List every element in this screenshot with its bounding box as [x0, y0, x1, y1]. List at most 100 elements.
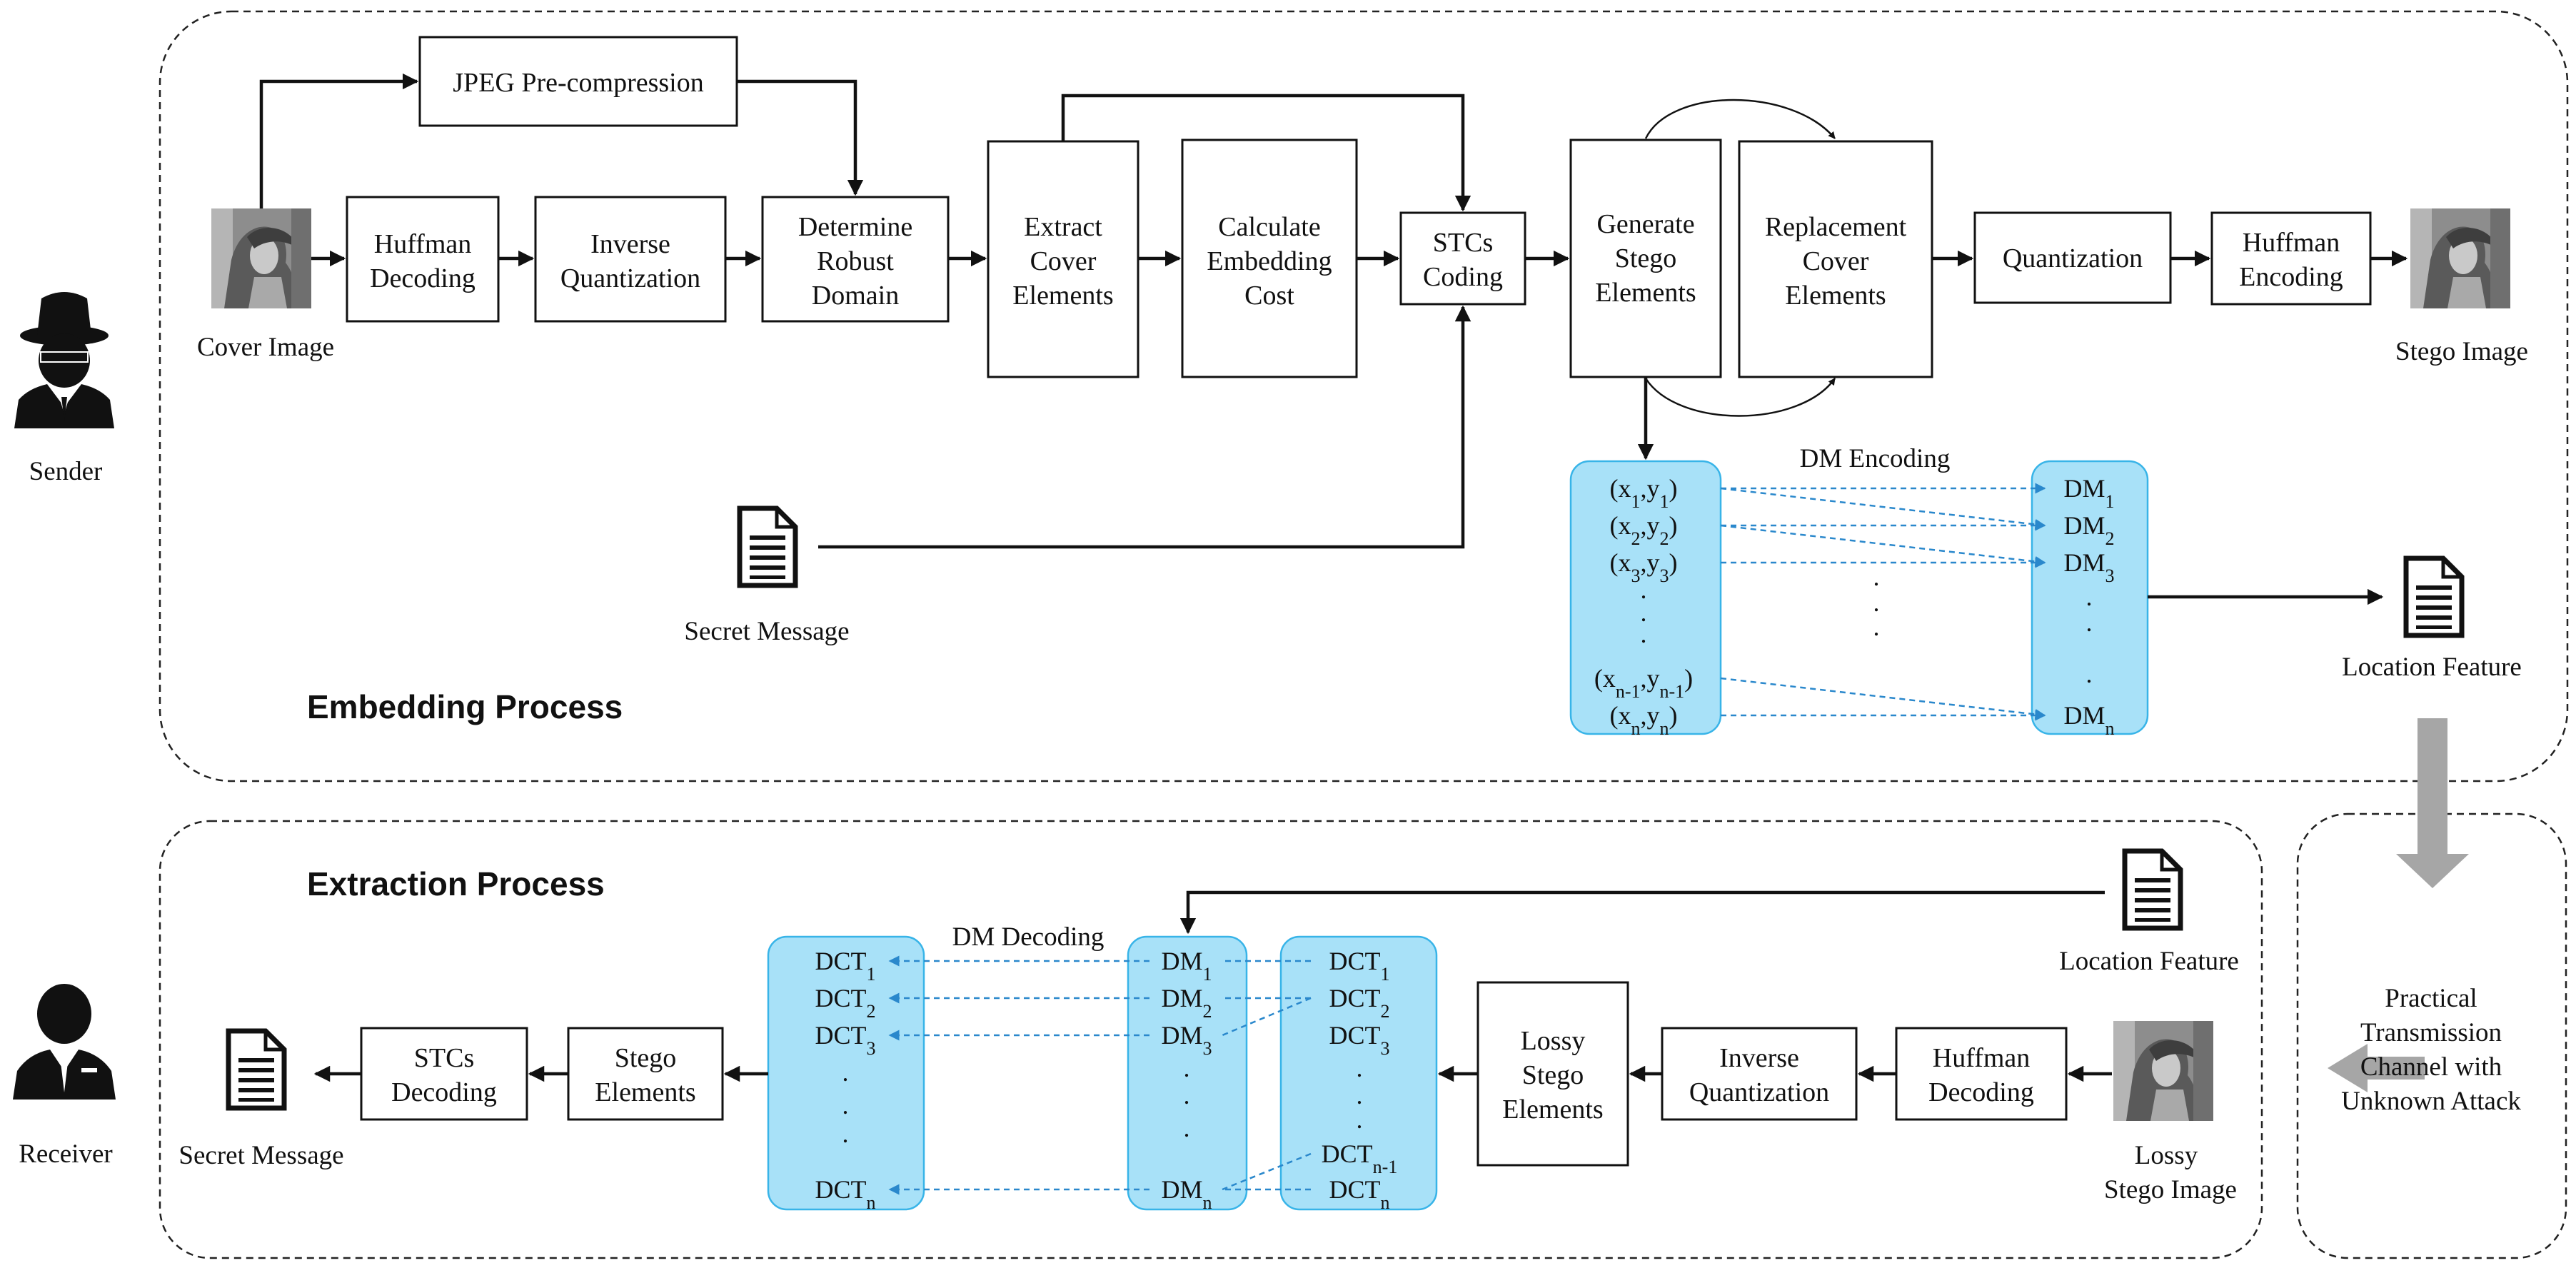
- dct-right-ellipsis: .: [1357, 1054, 1363, 1082]
- quantization-label: Quantization: [2003, 243, 2143, 273]
- lossy-stego-image-line1: Lossy: [2135, 1141, 2198, 1170]
- huffman-decoding-box: [346, 196, 500, 323]
- dct-right-entry: DCT3: [1329, 1021, 1390, 1059]
- dm-extract-ellipsis: .: [1184, 1081, 1190, 1110]
- curve-arrow-top: [1644, 99, 1836, 139]
- document-icon: [228, 1031, 284, 1108]
- embedding-process-group: [159, 10, 2569, 783]
- inverse-quantization-extract-line1: Inverse: [1719, 1043, 1799, 1073]
- extract-cover-elements-box: [987, 140, 1139, 378]
- lossy-stego-image-thumbnail: [2113, 1021, 2213, 1121]
- channel-line4: Unknown Attack: [2341, 1087, 2521, 1116]
- extract-cover-elements-line2: Cover: [1030, 246, 1097, 276]
- inverse-quantization-extract-line2: Quantization: [1689, 1077, 1829, 1107]
- stego-elements-line2: Elements: [595, 1077, 695, 1107]
- huffman-decoding-line2: Decoding: [370, 263, 476, 293]
- replacement-cover-elements-line2: Cover: [1803, 246, 1869, 276]
- dm-value-entry: DMn: [2063, 701, 2114, 739]
- lossy-stego-elements-line2: Stego: [1522, 1060, 1584, 1090]
- stcs-decoding-box: [360, 1027, 528, 1121]
- dm-coord-entry: (x3,y3): [1610, 548, 1678, 586]
- channel-line2: Transmission: [2360, 1018, 2502, 1047]
- sender-label: Sender: [29, 457, 103, 486]
- dct-right-ellipsis: .: [1357, 1105, 1363, 1134]
- dm-extract-entry: DMn: [1161, 1175, 1212, 1213]
- receiver-label: Receiver: [19, 1139, 112, 1169]
- transmission-channel-group: [2296, 812, 2567, 1259]
- transmission-down-arrow: [2396, 718, 2469, 888]
- calculate-embedding-cost-line2: Embedding: [1207, 246, 1332, 276]
- dm-extract-entry: DM2: [1161, 984, 1212, 1022]
- huffman-encoding-line1: Huffman: [2243, 228, 2340, 258]
- extraction-process-title: Extraction Process: [307, 865, 605, 902]
- dct-left-entry: DCT2: [815, 984, 876, 1022]
- dm-value-entry: DM2: [2063, 511, 2114, 549]
- huffman-encoding-line2: Encoding: [2239, 262, 2343, 292]
- mapping-ellipsis: .: [1873, 563, 1880, 591]
- dm-extract-ellipsis: .: [1184, 1114, 1190, 1142]
- arrow-message-to-stcs: [818, 305, 1471, 549]
- stcs-decoding-line1: STCs: [414, 1043, 474, 1073]
- location-feature-label-embed: Location Feature: [2342, 653, 2522, 682]
- extraction-process-group: [159, 820, 2263, 1259]
- dct-right-entry: DCT2: [1329, 984, 1390, 1022]
- stcs-decoding-line2: Decoding: [391, 1077, 497, 1107]
- dct-left-ellipsis: .: [842, 1091, 849, 1119]
- lossy-stego-elements-line3: Elements: [1502, 1095, 1603, 1124]
- calculate-embedding-cost-line1: Calculate: [1218, 212, 1320, 242]
- businessman-icon: [13, 984, 116, 1100]
- dct-left-ellipsis: .: [842, 1058, 849, 1087]
- generate-stego-elements-box: [1569, 139, 1722, 378]
- jpeg-precompression-label: JPEG Pre-compression: [453, 68, 703, 98]
- secret-message-label-extract: Secret Message: [178, 1141, 343, 1170]
- dm-coord-entry: (x2,y2): [1610, 511, 1678, 549]
- dm-coord-ellipsis: .: [1641, 575, 1647, 604]
- embedding-process-title: Embedding Process: [307, 688, 623, 725]
- dm-decoding-link: [1222, 997, 1312, 1037]
- dm-value-entry: DM1: [2063, 474, 2114, 512]
- generate-stego-elements-line1: Generate: [1596, 209, 1694, 239]
- huffman-decoding-box-extract: [1895, 1027, 2068, 1121]
- lossy-stego-image-line2: Stego Image: [2104, 1175, 2237, 1204]
- replacement-cover-elements-box: [1738, 140, 1933, 378]
- generate-stego-elements-line2: Stego: [1615, 243, 1677, 273]
- document-icon: [2406, 558, 2462, 635]
- lossy-stego-elements-box: [1476, 981, 1629, 1167]
- mapping-ellipsis: .: [1873, 613, 1880, 641]
- calculate-embedding-cost-box: [1181, 139, 1358, 378]
- transmission-left-arrow-body: [2328, 1044, 2425, 1092]
- dct-left-entry: DCTn: [815, 1175, 876, 1213]
- dm-coord-entry: (x1,y1): [1610, 474, 1678, 512]
- dct-left-ellipsis: .: [842, 1119, 849, 1148]
- dm-coord-entry: (xn-1,yn-1): [1594, 664, 1693, 702]
- stego-image-label: Stego Image: [2395, 337, 2528, 366]
- stego-image-thumbnail: [2410, 208, 2510, 308]
- dct-right-ellipsis: .: [1357, 1081, 1363, 1110]
- document-icon: [740, 508, 795, 585]
- determine-robust-domain-box: [761, 196, 950, 323]
- dm-decoding-label: DM Decoding: [952, 922, 1105, 952]
- determine-robust-domain-line3: Domain: [812, 281, 899, 311]
- channel-line3: Channel with: [2360, 1052, 2502, 1082]
- curve-arrow-bottom: [1644, 378, 1836, 417]
- arrow-location-to-dm: [1179, 890, 2105, 935]
- arrow-cover-to-jpeg: [259, 73, 419, 208]
- dct-right-entry: DCT1: [1329, 947, 1390, 985]
- inverse-quantization-box-extract: [1661, 1027, 1858, 1121]
- extract-cover-elements-line3: Elements: [1012, 281, 1113, 311]
- dm-coord-entry: (xn,yn): [1610, 701, 1678, 739]
- dm-coord-ellipsis: .: [1641, 620, 1647, 648]
- calculate-embedding-cost-line3: Cost: [1244, 281, 1294, 311]
- stcs-coding-box: [1399, 211, 1526, 306]
- dm-value-ellipsis: .: [2086, 608, 2093, 637]
- dm-coords-box: [1569, 460, 1722, 735]
- spy-person-icon: [14, 292, 114, 428]
- replacement-cover-elements-line1: Replacement: [1765, 212, 1907, 242]
- dm-value-ellipsis: .: [2086, 660, 2093, 688]
- determine-robust-domain-line1: Determine: [798, 212, 912, 242]
- location-feature-label-extract: Location Feature: [2059, 947, 2239, 976]
- dm-extract-box: [1127, 935, 1248, 1211]
- huffman-decoding-extract-line2: Decoding: [1928, 1077, 2034, 1107]
- stcs-coding-line2: Coding: [1423, 262, 1503, 292]
- huffman-decoding-line1: Huffman: [374, 229, 472, 259]
